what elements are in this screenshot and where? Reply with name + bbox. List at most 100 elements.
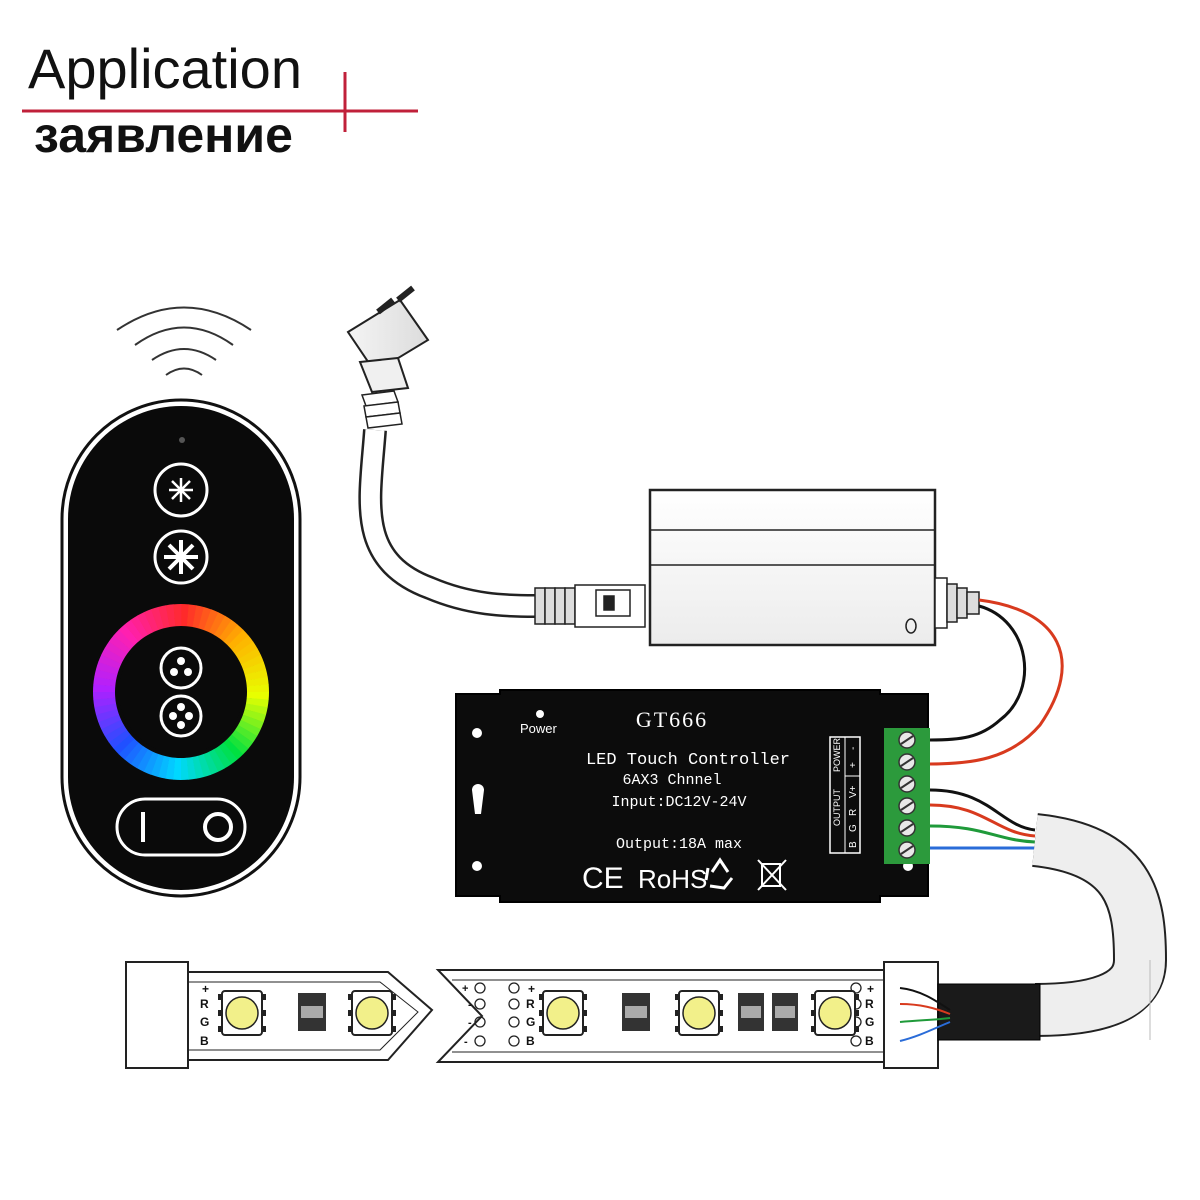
led-controller: Power GT666 LED Touch Controller 6AX3 Ch… <box>455 689 930 903</box>
ring-segment <box>186 604 197 628</box>
ring-segment <box>246 692 269 701</box>
ring-segment <box>108 729 131 749</box>
ring-segment <box>124 619 144 642</box>
ring-segment <box>234 725 258 743</box>
ring-segment <box>143 751 159 775</box>
remote-led-icon <box>179 437 185 443</box>
right-pin-b-b: B <box>865 1034 874 1048</box>
strip-end-cap <box>125 961 189 1069</box>
psu-input-boot <box>534 584 646 628</box>
ring-segment <box>231 635 254 655</box>
ring-segment <box>101 719 124 736</box>
output-wires <box>929 788 1036 850</box>
ring-segment <box>227 629 249 650</box>
ac-cord <box>360 429 536 616</box>
ring-segment <box>130 615 149 638</box>
strip-inner-wires <box>899 987 951 1042</box>
solder-pad-icons <box>474 982 862 1047</box>
power-wires <box>929 598 1064 766</box>
recycle-icon <box>704 857 734 890</box>
ring-segment <box>172 757 181 781</box>
controller-model: GT666 <box>636 707 708 732</box>
ring-segment <box>93 691 116 700</box>
mode-4-dot-icon <box>169 703 193 729</box>
ring-segment <box>165 756 176 780</box>
ring-segment <box>218 742 238 765</box>
cut-pin-plus: + <box>462 983 468 995</box>
ring-segment <box>94 668 118 681</box>
ring-segment <box>150 753 164 778</box>
strip-connector-sleeve <box>937 983 1041 1041</box>
cut-pin-2: - <box>468 999 472 1011</box>
ring-segment <box>113 734 135 755</box>
ring-segment <box>98 714 122 730</box>
ring-segment <box>136 749 154 772</box>
terminal-label-b: B <box>848 841 859 848</box>
screw-slot <box>900 757 914 767</box>
power-indicator-led <box>536 710 544 718</box>
mount-hole-bottom-left <box>472 861 482 871</box>
controller-input-spec: Input:DC12V-24V <box>611 794 746 811</box>
ring-segment <box>203 751 219 775</box>
strip-cable <box>1031 815 1166 1035</box>
ring-segment <box>208 612 226 635</box>
power-switch[interactable] <box>115 797 247 857</box>
ring-segment <box>118 624 139 646</box>
smd-led <box>348 990 396 1036</box>
ring-segment <box>95 708 119 723</box>
brightness-low-button[interactable] <box>153 462 209 518</box>
controller-product-line: LED Touch Controller <box>586 751 790 770</box>
header-title-ru: заявление <box>34 107 293 163</box>
ring-segment <box>150 606 165 630</box>
ring-segment <box>214 615 232 639</box>
led-lens <box>355 996 389 1030</box>
mode-4-dot-button[interactable] <box>159 694 203 738</box>
mount-hole-top-left <box>472 728 482 738</box>
screw-slot <box>900 823 914 833</box>
ring-segment <box>124 742 144 765</box>
mode-3-dot-icon <box>170 657 192 676</box>
screw-slot <box>900 845 914 855</box>
ring-segment <box>244 703 268 716</box>
ring-segment <box>165 604 176 628</box>
psu-led-icon <box>905 618 917 634</box>
header: Application заявление <box>22 37 418 163</box>
ring-segment <box>143 609 159 633</box>
brightness-high-button[interactable] <box>153 529 209 585</box>
wireless-signal-icon <box>116 306 252 376</box>
terminal-label-neg: - <box>848 747 859 750</box>
ring-segment <box>213 746 232 769</box>
ring-segment <box>104 724 127 743</box>
smd-led <box>539 990 587 1036</box>
ring-segment <box>157 755 170 779</box>
terminal-screws <box>898 731 916 859</box>
keyhole-slot <box>472 784 484 814</box>
terminal-group-power: POWER <box>832 737 842 772</box>
terminal-group-output: OUTPUT <box>832 789 842 827</box>
right-pin-g-b: G <box>865 1015 874 1029</box>
psu-output-boot <box>934 577 980 629</box>
ring-segment <box>208 749 225 772</box>
ring-segment <box>93 697 117 708</box>
rf-remote <box>60 306 302 898</box>
strip-connector-boot <box>883 961 939 1069</box>
mode-3-dot-button[interactable] <box>159 646 203 690</box>
screw-slot <box>900 735 914 745</box>
ring-segment <box>231 729 254 749</box>
right-pin-b-a: B <box>526 1034 535 1048</box>
ac-plug <box>346 285 430 429</box>
ring-segment <box>186 756 197 780</box>
right-pin-r-a: R <box>526 997 535 1011</box>
led-lens <box>682 996 716 1030</box>
screw-slot <box>900 779 914 789</box>
cut-pin-3: - <box>468 1017 472 1029</box>
color-touch-ring[interactable] <box>93 604 269 781</box>
right-pin-r-b: R <box>865 997 874 1011</box>
right-pin-plus-b: + <box>867 982 874 996</box>
right-pin-g-a: G <box>526 1015 535 1029</box>
terminal-label-g: G <box>848 824 859 832</box>
ring-segment <box>118 738 139 760</box>
smd-led <box>675 990 723 1036</box>
ce-mark: CE <box>582 862 624 895</box>
controller-output-spec: Output:18A max <box>616 836 742 853</box>
